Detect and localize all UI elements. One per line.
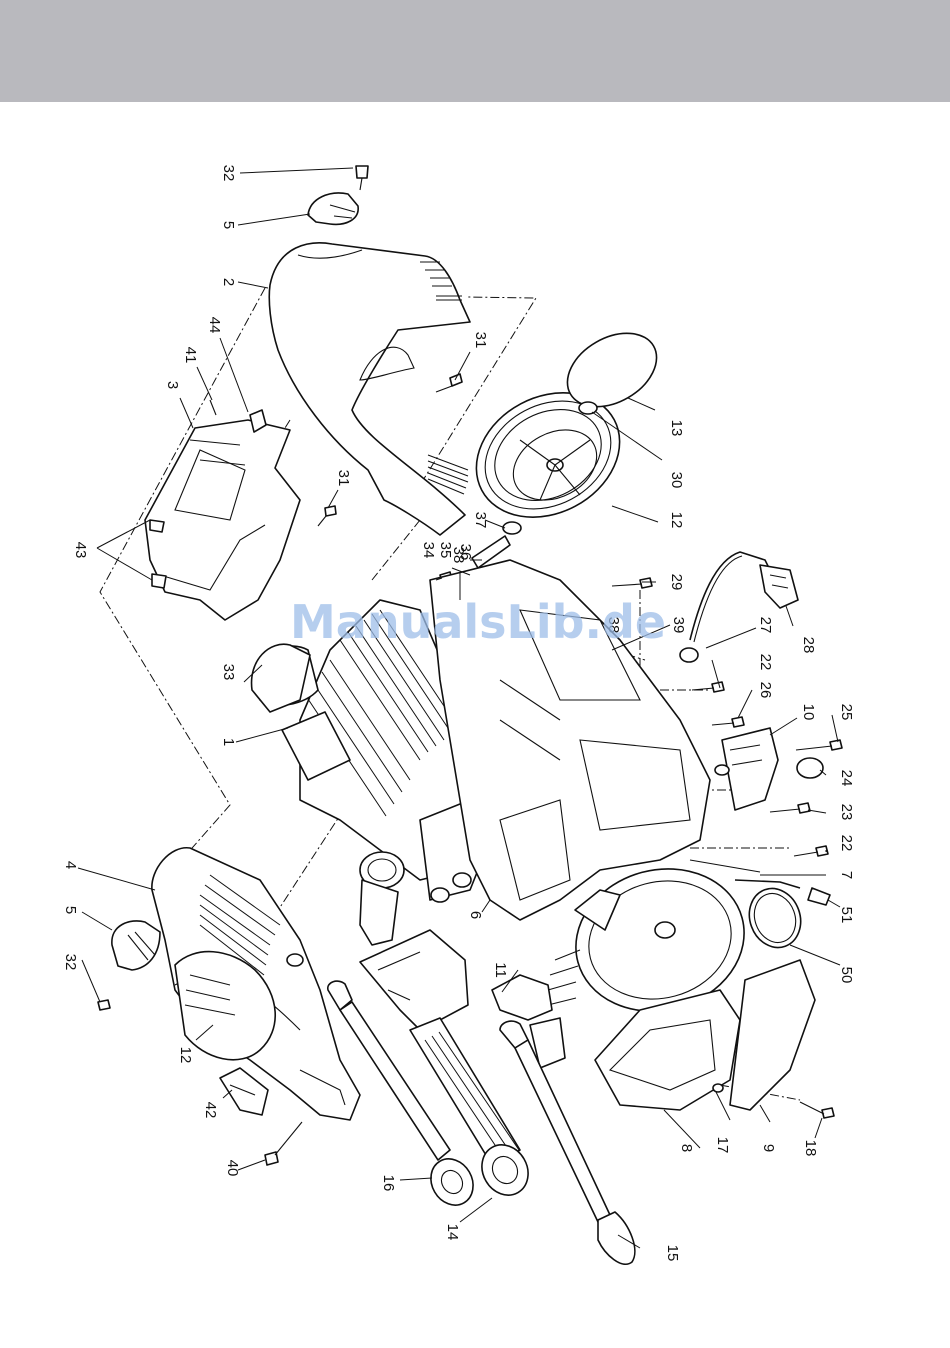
callout-26: 26 xyxy=(757,682,774,699)
callout-2: 2 xyxy=(220,278,237,286)
part-40-long-screw xyxy=(265,1122,302,1165)
callout-39: 39 xyxy=(670,617,687,634)
callout-51: 51 xyxy=(838,907,855,924)
callout-25: 25 xyxy=(838,704,855,721)
callout-12-right: 12 xyxy=(668,512,685,529)
part-8-hose-reel xyxy=(548,850,760,1110)
part-28-plug xyxy=(760,565,798,608)
callout-32-left: 32 xyxy=(62,954,79,971)
part-9-base-plate xyxy=(730,960,815,1110)
callout-6: 6 xyxy=(467,911,484,919)
part-30-washer xyxy=(579,402,597,414)
callout-4: 4 xyxy=(62,861,79,869)
callout-44: 44 xyxy=(206,317,223,334)
part-3-frame xyxy=(145,420,300,620)
callout-40: 40 xyxy=(224,1160,241,1177)
callout-7: 7 xyxy=(838,871,855,879)
callout-22-bottom: 22 xyxy=(838,835,855,852)
part-17-pin xyxy=(713,1084,723,1092)
callout-12-left: 12 xyxy=(177,1047,194,1064)
callout-3: 3 xyxy=(164,381,181,389)
part-5-handle-cap-top xyxy=(308,193,358,224)
callout-11: 11 xyxy=(492,962,509,978)
callout-8: 8 xyxy=(678,1144,695,1152)
callout-16: 16 xyxy=(380,1175,397,1192)
callout-37: 37 xyxy=(472,512,489,529)
part-5-handle-cap-left xyxy=(112,921,160,970)
part-2-top-cover xyxy=(269,243,470,535)
callout-24: 24 xyxy=(838,770,855,787)
callout-5-top: 5 xyxy=(220,221,237,229)
part-50-hose-reel-coil xyxy=(741,881,809,954)
callout-38-left: 38 xyxy=(450,547,467,564)
part-42-clip xyxy=(220,1068,268,1115)
callout-5-left: 5 xyxy=(62,906,79,914)
callout-50: 50 xyxy=(838,967,855,984)
callout-9: 9 xyxy=(760,1144,777,1152)
callout-28: 28 xyxy=(800,637,817,654)
callout-17: 17 xyxy=(714,1137,731,1154)
callout-1: 1 xyxy=(220,738,237,746)
part-18-screw xyxy=(800,1102,834,1118)
callout-18: 18 xyxy=(802,1140,819,1157)
callout-23: 23 xyxy=(838,804,855,821)
callout-33: 33 xyxy=(220,664,237,681)
callout-13: 13 xyxy=(668,420,685,437)
callout-14: 14 xyxy=(444,1224,461,1241)
callout-10: 10 xyxy=(800,704,817,721)
callout-30: 30 xyxy=(668,472,685,489)
callout-27: 27 xyxy=(757,617,774,634)
callout-41: 41 xyxy=(182,347,199,364)
part-7-bracket xyxy=(690,860,760,872)
callout-42: 42 xyxy=(202,1102,219,1119)
callout-15: 15 xyxy=(664,1245,681,1262)
callout-31-mid: 31 xyxy=(335,470,352,487)
part-27-cord xyxy=(680,552,770,662)
callout-31-right: 31 xyxy=(472,332,489,349)
part-10-switch-box xyxy=(722,728,778,810)
callout-22-top: 22 xyxy=(757,654,774,671)
callout-29: 29 xyxy=(668,574,685,591)
callout-32-top: 32 xyxy=(220,165,237,182)
callout-34: 34 xyxy=(420,542,437,559)
part-32-screw-top xyxy=(356,166,368,190)
part-41-pin xyxy=(210,400,216,415)
part-37-washer xyxy=(503,522,521,534)
callout-43: 43 xyxy=(72,542,89,559)
watermark: ManualsLib.de xyxy=(290,595,666,649)
